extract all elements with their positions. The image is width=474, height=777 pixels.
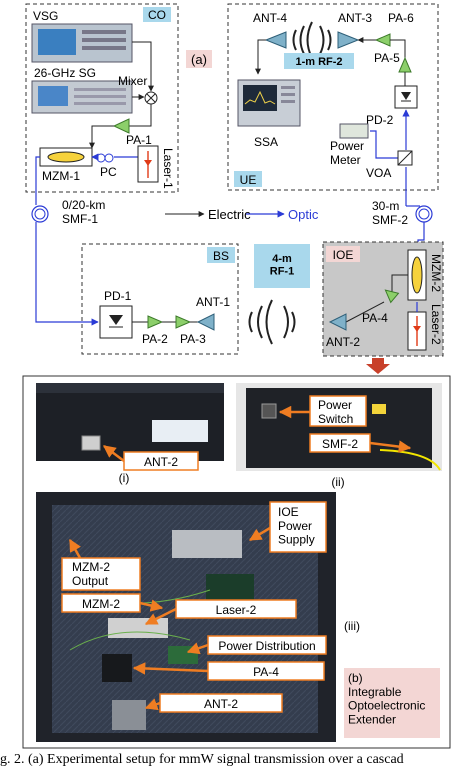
pc-icon xyxy=(96,153,114,163)
photo-iii-tag: (iii) xyxy=(344,619,360,633)
power-dist-callout: Power Distribution xyxy=(218,639,315,653)
ant1-label: ANT-1 xyxy=(196,295,230,309)
ant3-antenna xyxy=(337,31,360,49)
pa4-amplifier xyxy=(384,289,400,304)
ssa-instrument xyxy=(237,79,301,127)
pa2-label: PA-2 xyxy=(142,332,168,346)
part-b-frame xyxy=(22,375,451,749)
ssa-label: SSA xyxy=(254,135,278,149)
co-tag xyxy=(143,7,171,22)
pd2-label: PD-2 xyxy=(366,113,394,127)
pa4-callout: PA-4 xyxy=(253,665,279,679)
ant2-antenna xyxy=(328,313,347,331)
ant3-label: ANT-3 xyxy=(338,11,372,25)
smf2-spool xyxy=(415,205,433,223)
pa1-label: PA-1 xyxy=(126,133,152,147)
part-b-tag xyxy=(344,668,440,738)
ant2-label: ANT-2 xyxy=(326,335,360,349)
smf2-callout: SMF-2 xyxy=(322,437,358,451)
pa6-label: PA-6 xyxy=(388,11,414,25)
bs-tag xyxy=(207,247,235,263)
photo-i-callout: ANT-2 xyxy=(144,455,178,469)
photo-ii-tag: (ii) xyxy=(331,475,344,489)
down-arrow-icon xyxy=(366,358,390,374)
pa4-label: PA-4 xyxy=(362,311,388,325)
pc-label: PC xyxy=(100,165,117,179)
pa6-amplifier xyxy=(374,33,391,47)
legend-optic: Optic xyxy=(288,207,319,222)
pd1-label: PD-1 xyxy=(104,289,132,303)
pa3-label: PA-3 xyxy=(180,332,206,346)
laser2-callout: Laser-2 xyxy=(216,603,257,617)
legend-electric: Electric xyxy=(208,207,251,222)
bs-tag-text: BS xyxy=(213,249,229,263)
mixer-symbol xyxy=(144,91,158,105)
mzm2-callout: MZM-2 xyxy=(82,597,120,611)
co-tag-text: CO xyxy=(148,8,166,22)
ioe-supply-callout-box xyxy=(269,501,327,553)
ant2-callout: ANT-2 xyxy=(204,697,238,711)
pa2-amplifier xyxy=(147,315,164,329)
figure-caption: g. 2. (a) Experimental setup for mmW sig… xyxy=(0,752,404,767)
ioe-tag xyxy=(326,246,360,262)
laser1-label: Laser-1 xyxy=(161,148,175,189)
vsg-label: VSG xyxy=(33,9,58,23)
part-a-tag xyxy=(186,50,212,68)
co-box xyxy=(25,3,179,193)
ant4-antenna xyxy=(264,31,287,49)
mzm2-output-callout-box xyxy=(61,557,141,591)
power-meter-icon xyxy=(339,123,369,139)
ue-tag-text: UE xyxy=(240,173,257,187)
smf1-spool xyxy=(31,205,49,223)
pa5-label: PA-5 xyxy=(374,51,400,65)
mixer-label: Mixer xyxy=(118,74,147,88)
rf1-tag xyxy=(254,244,310,288)
bs-box xyxy=(81,243,239,355)
part-a-label: (a) xyxy=(191,52,207,67)
rf2-tag xyxy=(284,53,354,69)
pa3-amplifier xyxy=(175,315,192,329)
mzm2-label: MZM-2 xyxy=(429,254,443,292)
vsg-instrument xyxy=(31,23,133,63)
ioe-tag-text: IOE xyxy=(333,248,354,262)
rf1-wave-icon xyxy=(248,299,296,345)
pa1-amplifier xyxy=(112,118,130,134)
ant4-label: ANT-4 xyxy=(253,11,287,25)
photo-i xyxy=(36,383,224,461)
rf2-label: 1-m RF-2 xyxy=(295,56,342,68)
sg-label: 26-GHz SG xyxy=(34,66,96,80)
ue-tag xyxy=(234,171,262,187)
ant1-antenna xyxy=(196,313,215,331)
rf2-wave-icon xyxy=(292,21,332,59)
ue-box xyxy=(227,3,439,191)
mzm1-label: MZM-1 xyxy=(42,169,80,183)
power-switch-callout-box xyxy=(309,395,367,427)
voa-label: VOA xyxy=(366,166,391,180)
sg-instrument xyxy=(31,80,133,114)
laser2-label: Laser-2 xyxy=(429,304,443,345)
pa5-amplifier xyxy=(398,56,412,73)
photo-i-tag: (i) xyxy=(119,471,130,485)
